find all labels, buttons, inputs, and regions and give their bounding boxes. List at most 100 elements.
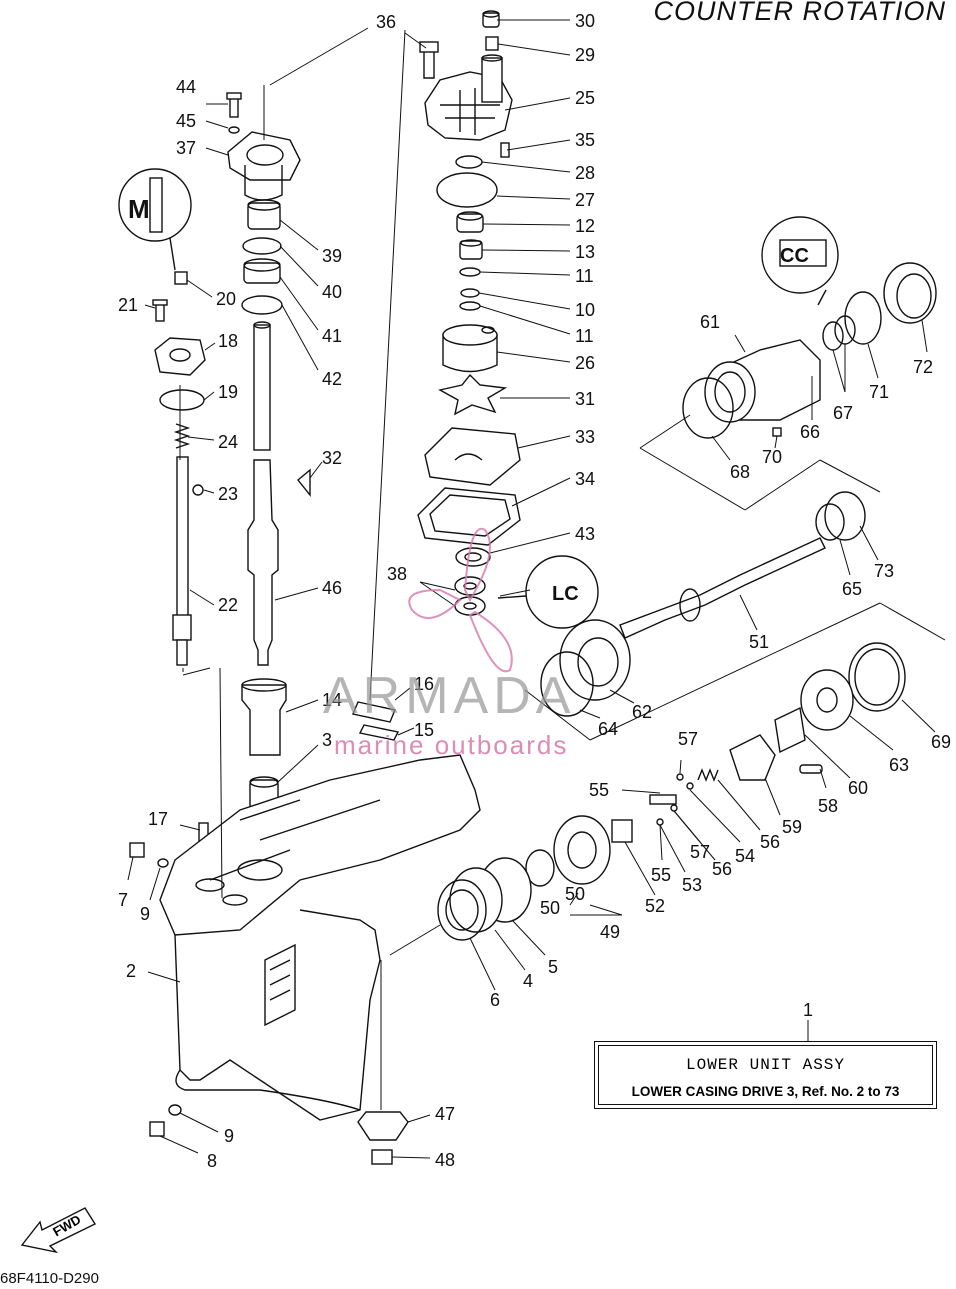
callout-26: 26 [575, 353, 595, 373]
sealant-callout-circle [497, 555, 599, 629]
diagram-title: COUNTER ROTATION [653, 0, 946, 26]
callout-21: 21 [118, 295, 138, 315]
assembly-name: LOWER UNIT ASSY [685, 1056, 846, 1074]
callout-4: 4 [523, 971, 533, 991]
callout-46: 46 [322, 578, 342, 598]
callout-41: 41 [322, 326, 342, 346]
callout-36: 36 [376, 12, 396, 32]
callout-3: 3 [322, 730, 332, 750]
callout-35: 35 [575, 130, 595, 150]
callout-56-lower: 56 [712, 859, 732, 879]
callout-18: 18 [218, 331, 238, 351]
callout-55-lower: 55 [651, 865, 671, 885]
callout-8: 8 [207, 1151, 217, 1171]
callout-2: 2 [126, 961, 136, 981]
callout-27: 27 [575, 190, 595, 210]
callout-15: 15 [414, 720, 434, 740]
callout-32: 32 [322, 448, 342, 468]
callout-69: 69 [931, 732, 951, 752]
callout-labels: 30 29 25 35 28 27 12 13 11 10 11 26 31 3… [118, 11, 951, 1171]
diagram-code: 68F4110-D290 [0, 1270, 99, 1287]
callout-1: 1 [803, 1000, 813, 1020]
callout-17: 17 [148, 809, 168, 829]
callout-57-upper: 57 [678, 729, 698, 749]
callout-55-upper: 55 [589, 780, 609, 800]
callout-58: 58 [818, 796, 838, 816]
propeller-shaft-parts [437, 216, 937, 941]
callout-23: 23 [218, 484, 238, 504]
callout-34: 34 [575, 469, 595, 489]
lower-casing [159, 754, 481, 1165]
callout-57-lower: 57 [690, 842, 710, 862]
callout-16: 16 [414, 674, 434, 694]
callout-10: 10 [575, 300, 595, 320]
callout-11-upper: 11 [575, 266, 594, 286]
callout-56-upper: 56 [760, 832, 780, 852]
callout-51: 51 [749, 632, 769, 652]
callout-9-upper: 9 [140, 904, 150, 924]
callout-33: 33 [575, 427, 595, 447]
callout-66: 66 [800, 422, 820, 442]
leader-lines [127, 19, 946, 1159]
callout-64: 64 [598, 719, 618, 739]
callout-30: 30 [575, 11, 595, 31]
callout-48: 48 [435, 1150, 455, 1170]
watermark-propeller-icon [408, 527, 513, 673]
grease-callout-icon: CC [780, 245, 809, 267]
sealant-callout-mid-icon: LC [552, 583, 579, 605]
callout-13: 13 [575, 242, 595, 262]
callout-38: 38 [387, 564, 407, 584]
callout-42: 42 [322, 369, 342, 389]
callout-40: 40 [322, 282, 342, 302]
callout-71: 71 [869, 382, 889, 402]
callout-9-lower: 9 [224, 1126, 234, 1146]
callout-50-upper: 50 [565, 884, 585, 904]
callout-19: 19 [218, 382, 238, 402]
callout-73: 73 [874, 561, 894, 581]
callout-54: 54 [735, 846, 755, 866]
water-pump-parts [417, 10, 521, 616]
callout-60: 60 [848, 778, 868, 798]
callout-47: 47 [435, 1104, 455, 1124]
callout-24: 24 [218, 432, 238, 452]
assembly-reference: LOWER CASING DRIVE 3, Ref. No. 2 to 73 [631, 1084, 900, 1099]
callout-43: 43 [575, 524, 595, 544]
callout-25: 25 [575, 88, 595, 108]
callout-31: 31 [575, 389, 595, 409]
callout-72: 72 [913, 357, 933, 377]
callout-63: 63 [889, 755, 909, 775]
callout-5: 5 [548, 957, 558, 977]
callout-6: 6 [490, 990, 500, 1010]
callout-7: 7 [118, 890, 128, 910]
callout-45: 45 [176, 111, 196, 131]
callout-20: 20 [216, 289, 236, 309]
callout-70: 70 [762, 447, 782, 467]
callout-67: 67 [833, 403, 853, 423]
callout-62: 62 [632, 702, 652, 722]
callout-52: 52 [645, 896, 665, 916]
fwd-arrow-icon [20, 1207, 97, 1254]
callout-12: 12 [575, 216, 595, 236]
callout-59: 59 [782, 817, 802, 837]
callout-50-lower: 50 [540, 898, 560, 918]
drive-shaft-parts [129, 321, 400, 1137]
callout-44: 44 [176, 77, 196, 97]
callout-61: 61 [700, 312, 720, 332]
assembly-info-box: LOWER UNIT ASSY LOWER CASING DRIVE 3, Re… [594, 1041, 937, 1109]
callout-28: 28 [575, 163, 595, 183]
callout-37: 37 [176, 138, 196, 158]
watermark-tagline: marine outboards [334, 730, 569, 760]
callout-49: 49 [600, 922, 620, 942]
watermark-brand: ARMADA [323, 667, 576, 725]
callout-39: 39 [322, 246, 342, 266]
callout-68: 68 [730, 462, 750, 482]
callout-22: 22 [218, 595, 238, 615]
callout-65: 65 [842, 579, 862, 599]
callout-14: 14 [322, 690, 342, 710]
callout-53: 53 [682, 875, 702, 895]
callout-11-lower: 11 [575, 326, 594, 346]
shift-rod-parts [118, 92, 301, 666]
magnet-callout-icon: M [128, 194, 150, 224]
callout-29: 29 [575, 45, 595, 65]
